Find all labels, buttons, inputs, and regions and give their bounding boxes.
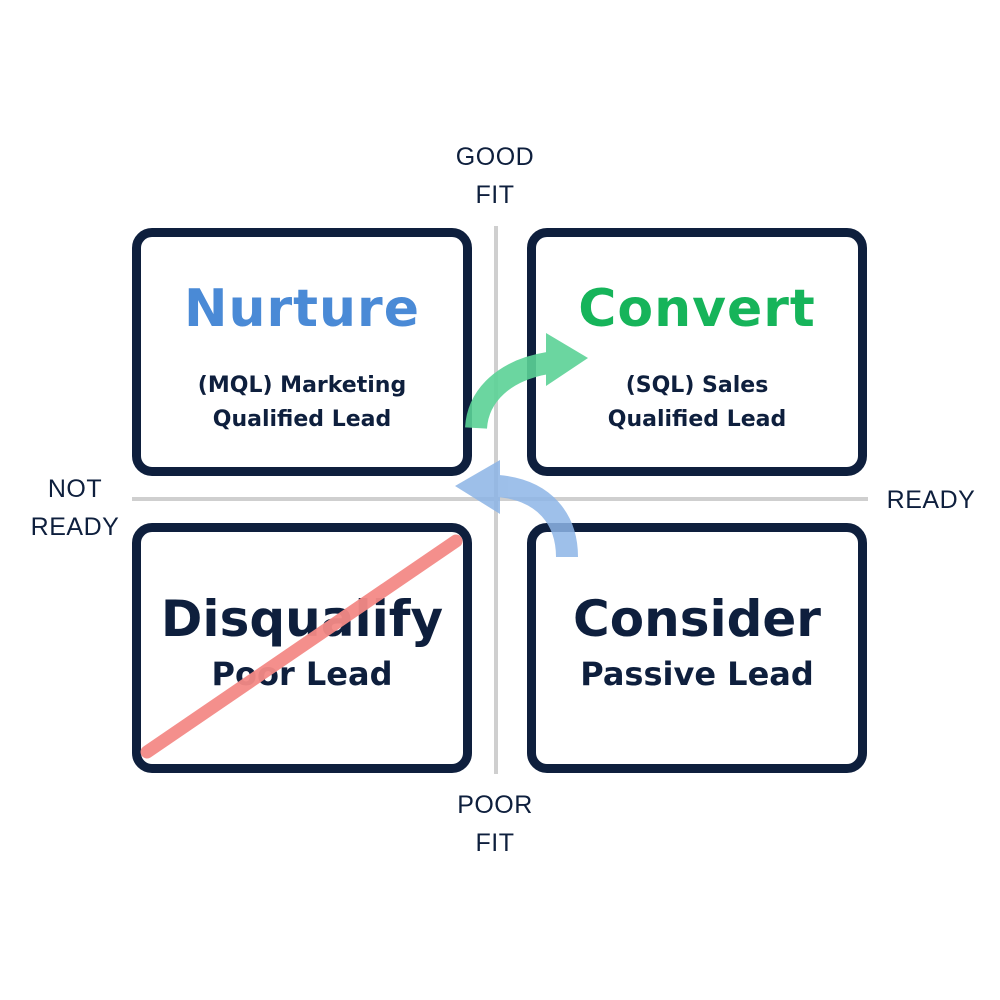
quadrant-convert: Convert (SQL) Sales Qualified Lead (527, 228, 867, 476)
axis-label-line: FIT (475, 181, 515, 209)
quadrant-subtitle: Passive Lead (580, 655, 814, 693)
quadrant-disqualify: Disqualify Poor Lead (132, 523, 472, 773)
axis-label-line: READY (886, 486, 976, 514)
subtitle-line: (SQL) Sales (625, 373, 769, 398)
axis-label-line: GOOD (455, 143, 535, 171)
horizontal-axis-line (132, 497, 868, 501)
axis-label-ready: READY (876, 481, 986, 519)
axis-label-poor-fit: POOR FIT (420, 786, 570, 862)
axis-label-good-fit: GOOD FIT (420, 138, 570, 214)
subtitle-line: (MQL) Marketing (197, 373, 407, 398)
quadrant-title: Consider (573, 590, 821, 648)
quadrant-subtitle: (MQL) Marketing Qualified Lead (141, 369, 463, 437)
axis-label-line: POOR (457, 791, 533, 819)
quadrant-title: Nurture (184, 279, 420, 339)
quadrant-title: Convert (578, 279, 816, 339)
quadrant-subtitle: Poor Lead (211, 655, 393, 693)
quadrant-title: Disqualify (160, 590, 444, 648)
axis-label-line: NOT (47, 475, 103, 503)
subtitle-line: Qualified Lead (212, 407, 392, 432)
quadrant-consider: Consider Passive Lead (527, 523, 867, 773)
quadrant-nurture: Nurture (MQL) Marketing Qualified Lead (132, 228, 472, 476)
axis-label-not-ready: NOT READY (10, 470, 140, 546)
quadrant-subtitle: (SQL) Sales Qualified Lead (536, 369, 858, 437)
axis-label-line: FIT (475, 829, 515, 857)
subtitle-line: Qualified Lead (607, 407, 787, 432)
axis-label-line: READY (30, 513, 120, 541)
